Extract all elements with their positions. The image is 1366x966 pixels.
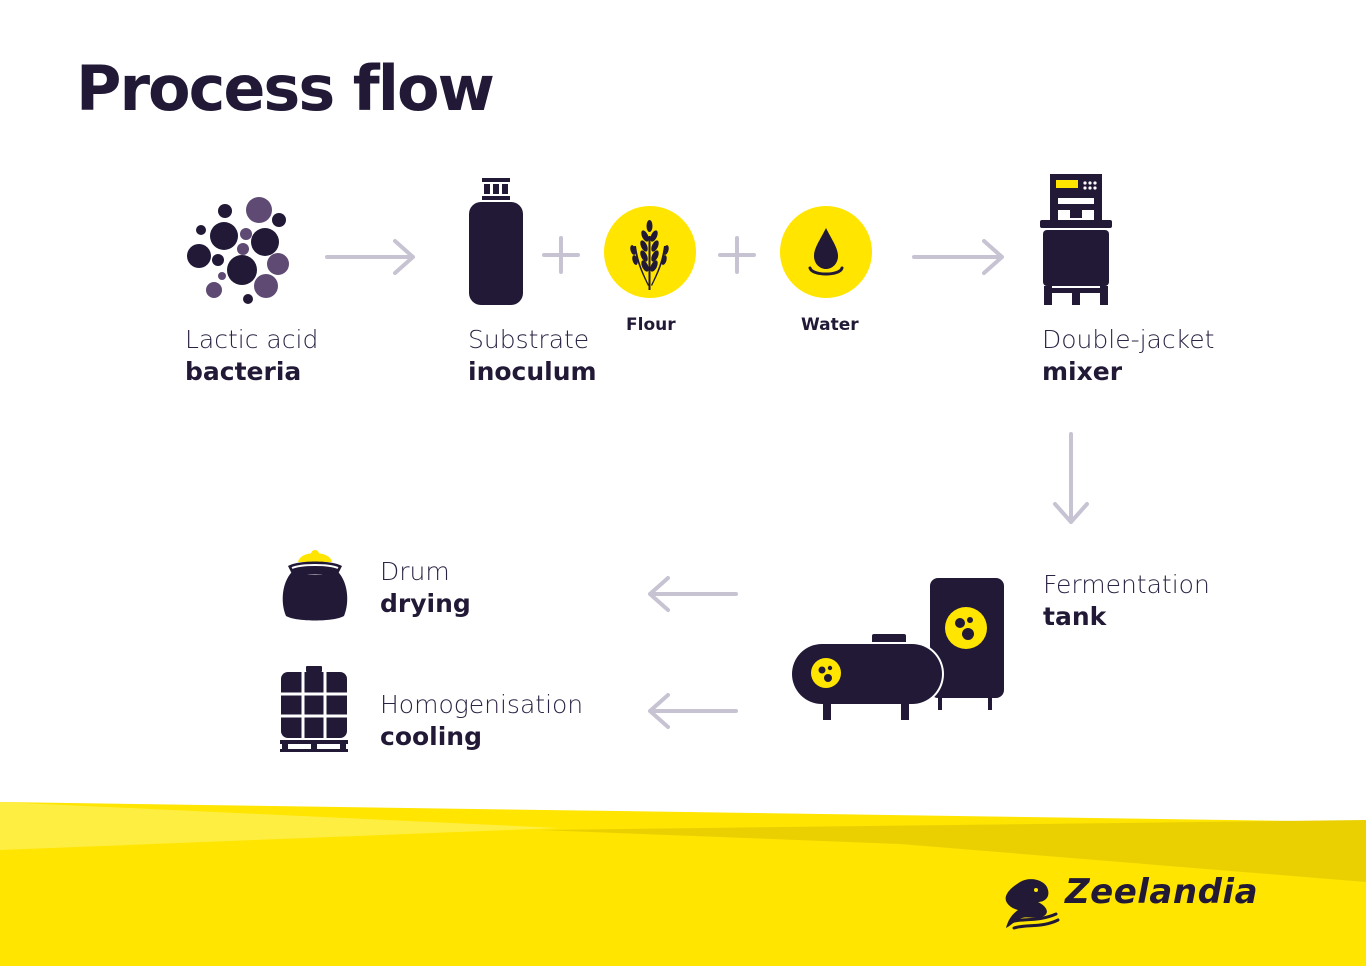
step-label-line2: inoculum — [468, 357, 597, 386]
wheat-icon — [604, 206, 696, 298]
step-fermentation-tank: Fermentation tank — [1043, 569, 1210, 633]
step-label-line1: Double-jacket — [1042, 325, 1215, 354]
page-title: Process flow — [76, 52, 495, 125]
arrow-down-icon — [1053, 432, 1089, 524]
lion-logo-icon — [1005, 879, 1060, 930]
step-drum-drying: Drum drying — [380, 556, 471, 620]
brand-name: Zeelandia — [1065, 872, 1259, 912]
step-label-line2: drying — [380, 589, 471, 618]
step-double-jacket-mixer: Double-jacket mixer — [1042, 324, 1214, 388]
arrow-left-icon — [648, 576, 738, 612]
bottle-icon — [469, 178, 523, 305]
step-label-line1: Lactic acid — [185, 325, 319, 354]
arrow-left-icon — [648, 693, 738, 729]
step-substrate-inoculum: Substrate inoculum — [468, 324, 597, 388]
mixer-icon — [1040, 174, 1112, 305]
water-label: Water — [801, 315, 859, 335]
step-label-line2: bacteria — [185, 357, 302, 386]
ibc-container-icon — [280, 666, 348, 752]
flour-label: Flour — [626, 315, 676, 335]
tank-icon — [790, 578, 1004, 720]
arrow-right-icon — [912, 239, 1004, 275]
step-label-line2: mixer — [1042, 357, 1123, 386]
arrow-right-icon — [325, 239, 415, 275]
step-label-line2: tank — [1043, 602, 1107, 631]
step-label-line1: Homogenisation — [380, 690, 584, 719]
step-label-line1: Fermentation — [1043, 570, 1210, 599]
step-label-line1: Substrate — [468, 325, 590, 354]
step-label-line1: Drum — [380, 557, 450, 586]
step-label-line2: cooling — [380, 722, 483, 751]
plus-icon — [718, 236, 756, 274]
bacteria-icon — [187, 197, 289, 304]
step-homogenisation-cooling: Homogenisation cooling — [380, 689, 583, 753]
droplet-icon — [780, 206, 872, 298]
plus-icon — [542, 236, 580, 274]
sack-icon — [282, 550, 348, 621]
step-lactic-acid-bacteria: Lactic acid bacteria — [185, 324, 318, 388]
